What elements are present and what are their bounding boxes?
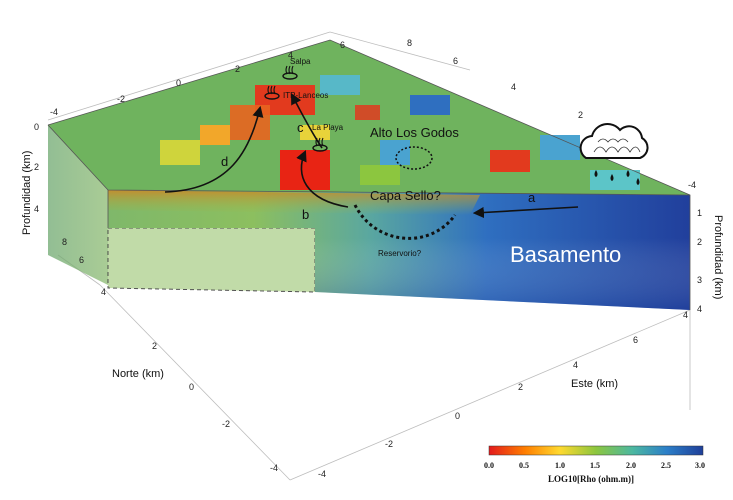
svg-text:0: 0 — [455, 411, 460, 421]
svg-text:-4: -4 — [318, 469, 326, 479]
svg-text:-2: -2 — [385, 439, 393, 449]
svg-text:-4: -4 — [50, 107, 58, 117]
svg-text:4: 4 — [101, 287, 106, 297]
svg-text:1.5: 1.5 — [590, 461, 600, 470]
right-depth-axis: 1 2 3 4 Profundidad (km) -4 — [688, 180, 724, 314]
svg-text:1: 1 — [697, 208, 702, 218]
svg-text:6: 6 — [453, 56, 458, 66]
svg-text:8: 8 — [407, 38, 412, 48]
hidden-section-face — [108, 228, 315, 292]
svg-text:4: 4 — [697, 304, 702, 314]
label-arrow-c: c — [297, 120, 304, 135]
svg-text:0: 0 — [189, 382, 194, 392]
svg-text:2: 2 — [518, 382, 523, 392]
svg-text:4: 4 — [573, 360, 578, 370]
label-alto-los-godos: Alto Los Godos — [370, 125, 459, 140]
label-reservorio: Reservorio? — [378, 249, 422, 258]
svg-text:-4: -4 — [688, 180, 696, 190]
svg-text:4: 4 — [511, 82, 516, 92]
colorbar-gradient — [489, 446, 703, 455]
svg-text:4: 4 — [34, 204, 39, 214]
svg-text:2.0: 2.0 — [626, 461, 636, 470]
svg-text:-2: -2 — [222, 419, 230, 429]
svg-text:Este (km): Este (km) — [571, 378, 618, 390]
colorbar: 0.0 0.5 1.0 1.5 2.0 2.5 3.0 LOG10[Rho (o… — [484, 446, 705, 484]
svg-text:6: 6 — [79, 255, 84, 265]
svg-text:6: 6 — [340, 40, 345, 50]
label-la-playa: La Playa — [312, 123, 344, 132]
svg-text:0.0: 0.0 — [484, 461, 494, 470]
svg-text:-4: -4 — [270, 463, 278, 473]
label-itp-lanceos: ITP-Lanceos — [283, 91, 328, 100]
svg-text:LOG10[Rho (ohm.m)]: LOG10[Rho (ohm.m)] — [548, 474, 634, 484]
label-basamento: Basamento — [510, 242, 621, 267]
svg-text:3.0: 3.0 — [695, 461, 705, 470]
svg-text:Profundidad (km): Profundidad (km) — [21, 151, 33, 235]
svg-text:3: 3 — [697, 275, 702, 285]
left-depth-axis: 0 2 4 Profundidad (km) — [21, 122, 39, 235]
label-arrow-a: a — [528, 190, 536, 205]
svg-text:2: 2 — [235, 64, 240, 74]
svg-text:Profundidad (km): Profundidad (km) — [712, 215, 724, 299]
svg-text:2: 2 — [152, 341, 157, 351]
svg-text:2: 2 — [34, 162, 39, 172]
svg-text:8: 8 — [62, 237, 67, 247]
svg-text:2: 2 — [578, 110, 583, 120]
svg-text:2: 2 — [697, 237, 702, 247]
norte-axis: 4 2 0 -2 -4 Norte (km) — [101, 287, 278, 473]
svg-text:-2: -2 — [117, 94, 125, 104]
svg-text:0.5: 0.5 — [519, 461, 529, 470]
svg-text:4: 4 — [288, 50, 293, 60]
svg-text:0: 0 — [34, 122, 39, 132]
svg-text:2.5: 2.5 — [661, 461, 671, 470]
svg-text:Norte (km): Norte (km) — [112, 368, 164, 380]
label-arrow-b: b — [302, 207, 309, 222]
label-arrow-d: d — [221, 154, 228, 169]
svg-text:1.0: 1.0 — [555, 461, 565, 470]
svg-text:0: 0 — [176, 78, 181, 88]
svg-text:6: 6 — [633, 335, 638, 345]
svg-text:4: 4 — [683, 310, 688, 320]
label-salpa: Salpa — [290, 57, 311, 66]
label-capa-sello: Capa Sello? — [370, 188, 441, 203]
